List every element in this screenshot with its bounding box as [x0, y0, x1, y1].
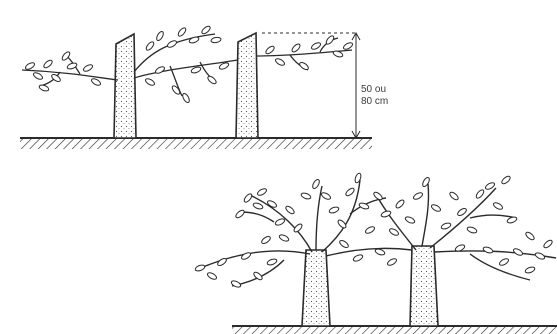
bottom-scene [194, 172, 557, 334]
bottom-left-trunk [302, 250, 330, 326]
top-leaves [24, 25, 353, 104]
top-right-trunk [236, 33, 258, 138]
height-label-line2: 80 cm [361, 96, 388, 108]
top-left-trunk [114, 34, 136, 138]
height-label-line1: 50 ou [361, 84, 386, 96]
bottom-right-trunk [410, 246, 438, 326]
top-ground [20, 138, 372, 149]
top-scene [20, 25, 372, 149]
bottom-ground [232, 326, 557, 334]
